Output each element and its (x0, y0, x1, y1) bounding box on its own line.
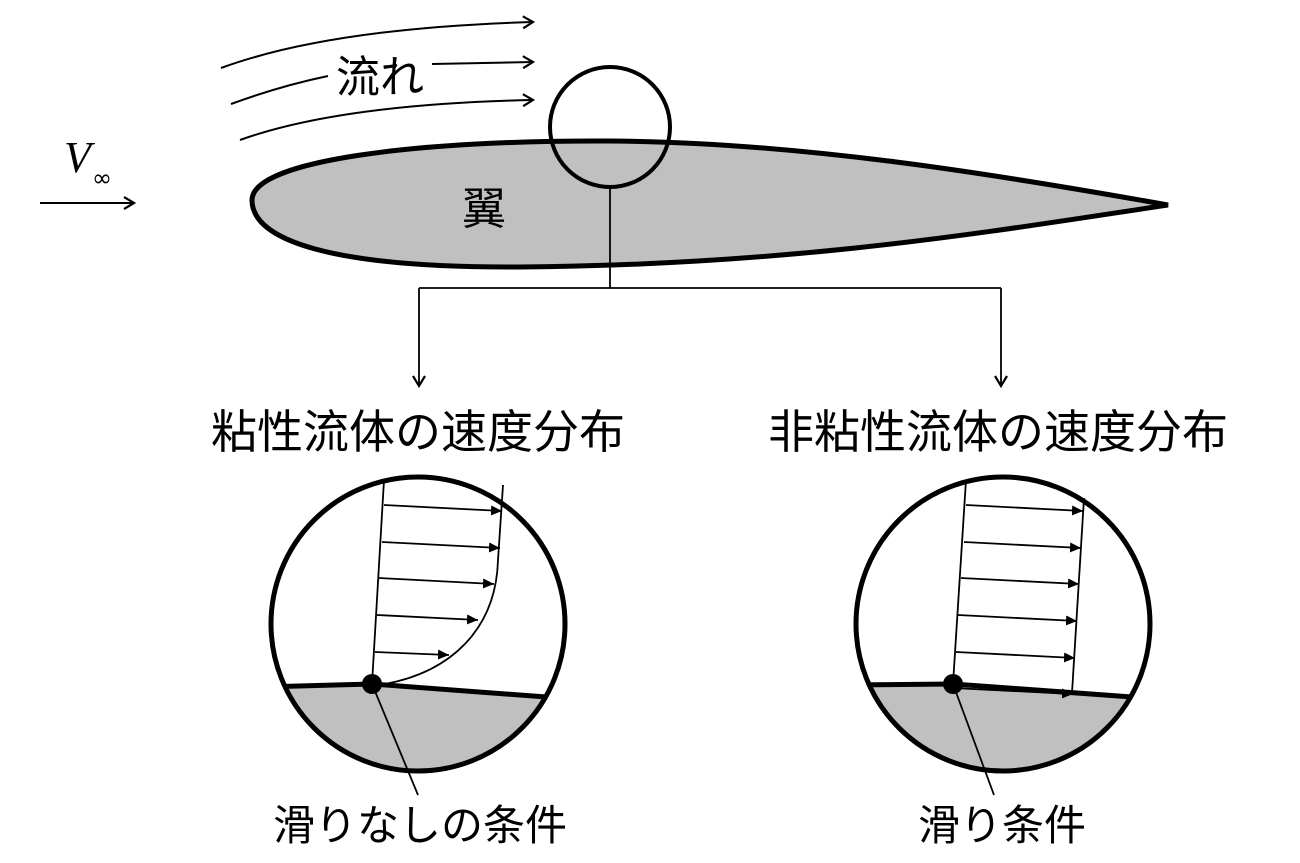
callout-connector (419, 187, 1001, 386)
leader-line (371, 683, 419, 796)
inviscid-detail (853, 474, 1153, 796)
inviscid-title: 非粘性流体の速度分布 (768, 405, 1228, 459)
streamline-1 (220, 22, 533, 69)
slip-label: 滑り条件 (918, 801, 1086, 850)
no-slip-label: 滑りなしの条件 (273, 801, 567, 850)
leader-line (952, 683, 995, 796)
streamline-2-left (230, 75, 329, 105)
detail-circle (853, 474, 1153, 774)
freestream-symbol: V (64, 133, 96, 182)
velocity-arrows (374, 504, 503, 660)
detail-circle (268, 474, 568, 774)
freestream-label: V ∞ (64, 133, 112, 192)
wall-point (943, 674, 963, 694)
uniform-profile-line (1071, 497, 1085, 694)
streamline-3 (239, 100, 533, 141)
wall-point (362, 674, 382, 694)
freestream-subscript: ∞ (92, 164, 112, 192)
velocity-arrows (952, 504, 1084, 699)
velocity-profile-curve (384, 484, 504, 685)
flow-label: 流れ (336, 52, 424, 103)
streamline-2-right (431, 62, 533, 64)
viscous-detail (268, 474, 568, 796)
wing-label: 翼 (462, 184, 506, 235)
airfoil (249, 138, 1169, 270)
viscous-title: 粘性流体の速度分布 (211, 405, 625, 459)
